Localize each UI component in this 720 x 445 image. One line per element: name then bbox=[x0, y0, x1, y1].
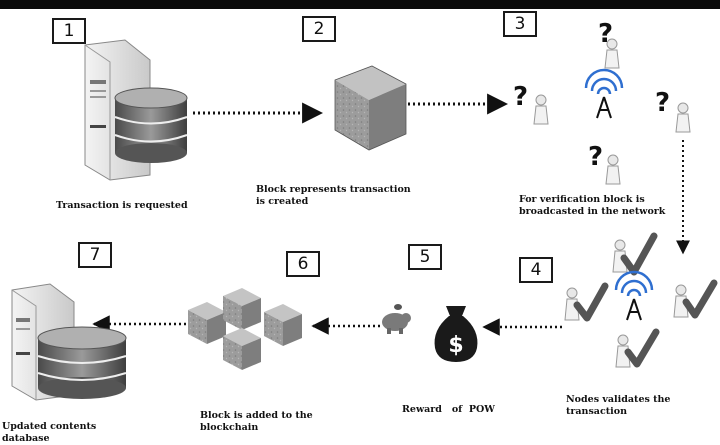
caption-transaction-requested: Transaction is requested bbox=[56, 200, 188, 211]
caption-line: blockchain bbox=[200, 422, 259, 433]
step-2-label: 2 bbox=[302, 16, 336, 42]
caption-reward: Reward of POW bbox=[402, 404, 495, 415]
chain-cube bbox=[188, 302, 226, 344]
chain-cube bbox=[223, 288, 261, 330]
database-cylinder-icon bbox=[37, 326, 127, 399]
caption-line: Block represents transaction bbox=[256, 184, 411, 195]
caption-line: Block is added to the bbox=[200, 410, 313, 421]
money-bag-icon: $ bbox=[434, 306, 478, 362]
check-node-bottom bbox=[615, 328, 660, 368]
caption-line: Updated contents bbox=[2, 421, 97, 432]
block-cube-icon bbox=[334, 65, 407, 151]
caption-block-created: Block represents transaction is created bbox=[256, 184, 411, 208]
network-validation-icon bbox=[614, 270, 654, 321]
updated-server-database-icon bbox=[11, 283, 127, 401]
check-node-left bbox=[564, 282, 609, 322]
chain-cube bbox=[264, 304, 302, 346]
database-cylinder-icon bbox=[114, 87, 188, 163]
caption-block-added: Block is added to the blockchain bbox=[200, 410, 313, 434]
step-1-label: 1 bbox=[52, 18, 86, 44]
step-3-label: 3 bbox=[503, 11, 537, 37]
question-node-right: ? bbox=[655, 88, 691, 133]
server-database-icon bbox=[84, 39, 188, 181]
step-7-label: 7 bbox=[78, 242, 112, 268]
caption-line: is created bbox=[256, 196, 309, 207]
caption-updated-database: Updated contents database bbox=[2, 421, 96, 445]
question-node-left: ? bbox=[513, 82, 549, 125]
chain-cube bbox=[223, 328, 261, 370]
question-node-bottom: ? bbox=[588, 142, 621, 185]
question-node-top: ? bbox=[598, 19, 620, 69]
piggy-bank-icon bbox=[382, 304, 411, 334]
caption-nodes-validate: Nodes validates the transaction bbox=[566, 394, 671, 417]
svg-text:?: ? bbox=[598, 19, 613, 49]
check-node-right bbox=[673, 279, 718, 319]
caption-broadcast: For verification block is broadcasted in… bbox=[519, 194, 665, 218]
caption-line: database bbox=[2, 433, 50, 444]
network-broadcast-icon bbox=[584, 68, 624, 119]
svg-text:$: $ bbox=[448, 333, 463, 358]
caption-line: broadcasted in the network bbox=[519, 206, 666, 217]
step-6-label: 6 bbox=[286, 251, 320, 277]
svg-text:?: ? bbox=[513, 82, 528, 112]
check-node-top bbox=[612, 232, 658, 276]
svg-text:?: ? bbox=[588, 142, 603, 172]
blockchain-cubes-icon bbox=[188, 288, 302, 370]
step-5-label: 5 bbox=[408, 244, 442, 270]
top-border bbox=[0, 0, 720, 9]
svg-text:?: ? bbox=[655, 88, 670, 118]
caption-line: For verification block is bbox=[519, 194, 645, 205]
step-4-label: 4 bbox=[519, 257, 553, 283]
